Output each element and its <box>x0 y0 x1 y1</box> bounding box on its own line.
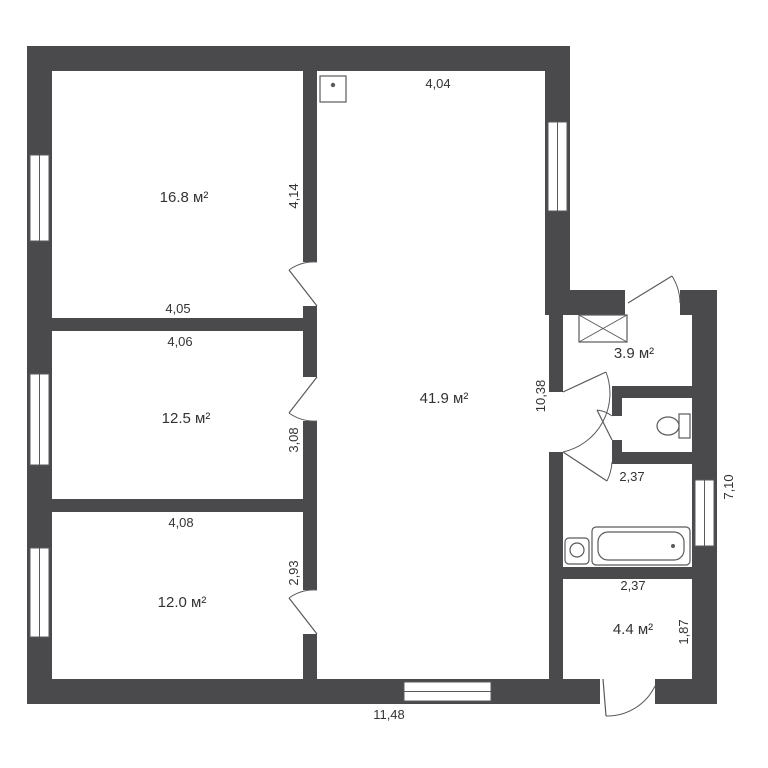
windows <box>29 121 715 702</box>
dim-room2-height: 3,08 <box>286 427 301 452</box>
wall-top <box>27 46 570 71</box>
door-bath-lower <box>562 451 613 482</box>
dim-room3-width: 4,08 <box>168 515 193 530</box>
wall-wc-bottom <box>612 452 692 464</box>
room-area-bedroom-bottom: 12.0 м² <box>158 594 207 611</box>
window-living-bottom <box>403 681 492 702</box>
door-entrance <box>600 678 656 717</box>
wall-bedroom-2-3 <box>52 499 303 512</box>
window-living-right <box>547 121 568 212</box>
walls <box>27 46 717 704</box>
dim-living-height: 10,38 <box>533 380 548 413</box>
dim-hall-height: 1,87 <box>676 619 691 644</box>
wall-bath-hall <box>563 567 692 579</box>
area-labels: 16.8 м² 12.5 м² 12.0 м² 41.9 м² 3.9 м² 4… <box>158 189 655 638</box>
dim-total-width: 11,48 <box>373 707 405 722</box>
door-bathroom <box>549 371 611 453</box>
door-bedroom-top <box>288 261 318 307</box>
dim-room2-width-top: 4,06 <box>167 334 192 349</box>
dim-bath-width-bottom: 2,37 <box>620 578 645 593</box>
wall-wc-left <box>612 386 622 416</box>
dim-room1-height: 4,14 <box>286 183 301 208</box>
dim-room3-height: 2,93 <box>286 560 301 585</box>
dimension-labels: 4,04 4,14 4,05 4,06 3,08 4,08 2,93 10,38… <box>165 76 736 722</box>
window-bedroom-bottom <box>29 547 50 638</box>
room-area-utility: 3.9 м² <box>614 345 654 362</box>
window-bathroom <box>694 479 715 547</box>
fixtures <box>319 75 691 566</box>
door-bedroom-mid <box>288 376 318 422</box>
room-area-living: 41.9 м² <box>420 390 469 407</box>
bathtub-icon <box>591 526 691 566</box>
room-area-bedroom-top: 16.8 м² <box>160 189 209 206</box>
wall-wc-top <box>612 386 692 398</box>
window-bedroom-mid <box>29 373 50 466</box>
room-area-hall: 4.4 м² <box>613 621 653 638</box>
dim-top-room-width: 4,04 <box>425 76 450 91</box>
room-area-bedroom-mid: 12.5 м² <box>162 410 211 427</box>
dim-bath-width-top: 2,37 <box>619 469 644 484</box>
wall-living-wing <box>549 300 563 680</box>
wall-wc-left-lower <box>612 440 622 464</box>
boiler-icon <box>578 314 628 343</box>
wall-bedrooms-living <box>303 71 317 681</box>
toilet-icon <box>656 413 691 439</box>
wall-bedroom-1-2 <box>52 318 303 331</box>
doors <box>288 261 681 717</box>
door-utility-entry <box>625 275 681 315</box>
dim-room1-width-bottom: 4,05 <box>165 301 190 316</box>
door-wc <box>596 409 622 441</box>
sink-icon <box>319 75 347 103</box>
window-bedroom-top <box>29 154 50 242</box>
door-bedroom-bottom <box>288 589 318 635</box>
dim-right-height: 7,10 <box>721 474 736 499</box>
washbasin-icon <box>564 537 590 565</box>
